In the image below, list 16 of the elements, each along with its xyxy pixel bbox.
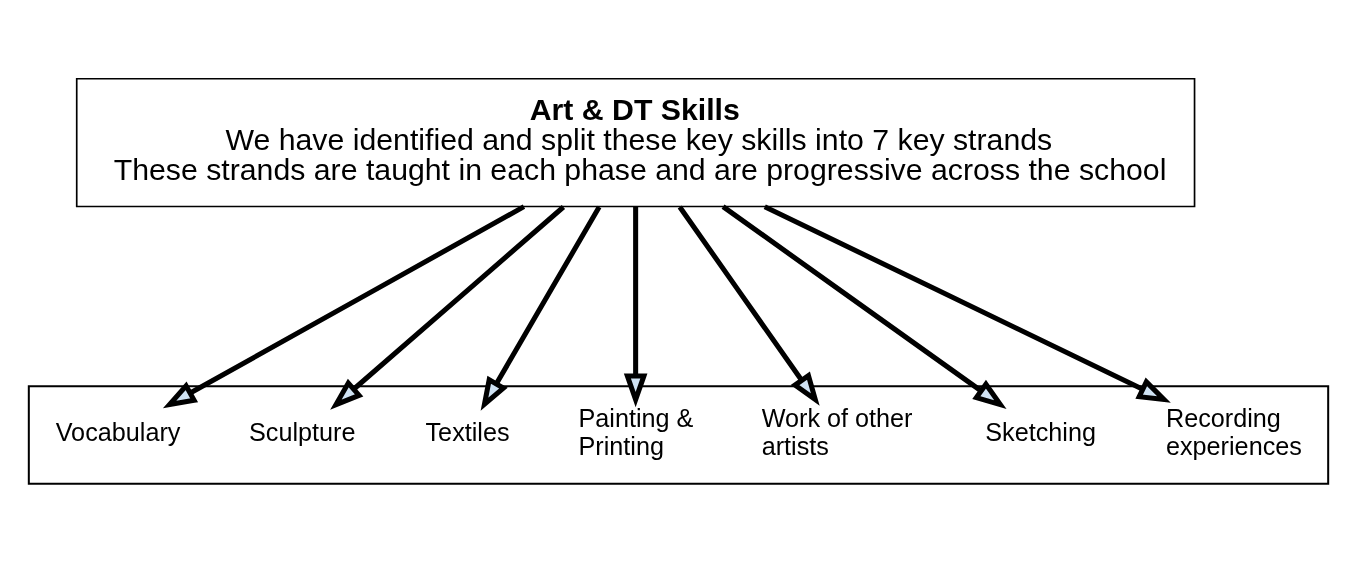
node-text: Work of other artists	[761, 403, 913, 460]
arrow	[677, 205, 820, 406]
node-text: Sketching	[985, 417, 1096, 446]
cluster	[27, 384, 1330, 485]
arrow	[623, 206, 648, 407]
arrow	[480, 205, 602, 411]
arrow	[763, 203, 1171, 403]
arrow	[721, 204, 1007, 409]
node-text: Vocabulary	[55, 417, 181, 446]
node-text: Recording experiences	[1165, 403, 1302, 460]
node-text: Painting & Printing	[578, 403, 694, 460]
arrow	[162, 203, 526, 408]
arrow	[330, 204, 566, 410]
node-box: Art & DT Skills We have identified and split these key skills into 7 key strands These strands are taught in each phase and are progressive across the school	[75, 77, 1196, 207]
node-text: Textiles	[425, 417, 510, 446]
node-text: Sculpture	[249, 417, 356, 446]
